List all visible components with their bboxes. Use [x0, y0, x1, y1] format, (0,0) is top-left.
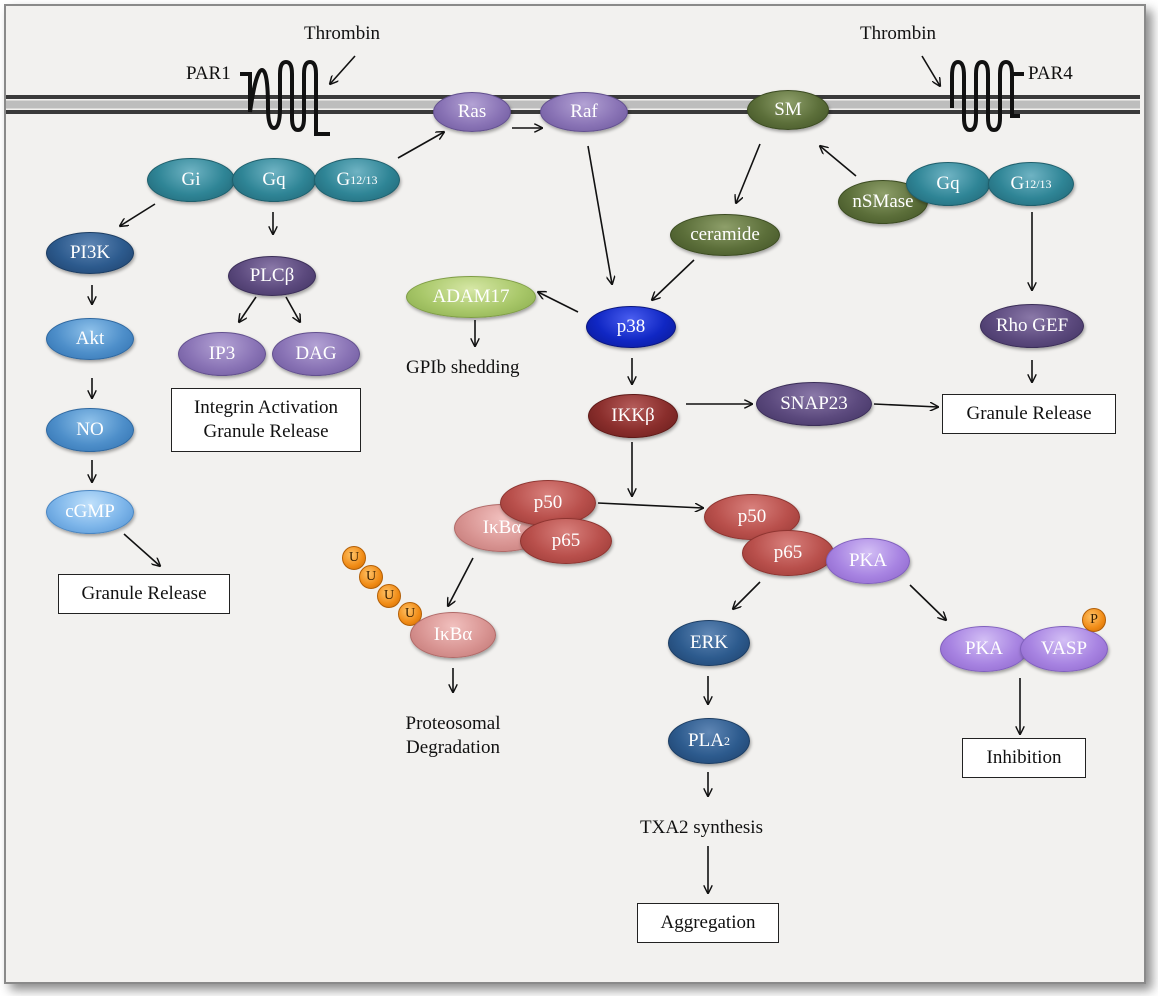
ubiquitin-3: U [377, 584, 401, 608]
erk-node: ERK [668, 620, 750, 666]
dag-node: DAG [272, 332, 360, 376]
granule-release-left-box: Granule Release [58, 574, 230, 614]
akt-node: Akt [46, 318, 134, 360]
aggregation-box: Aggregation [637, 903, 779, 943]
p65-right-node: p65 [742, 530, 834, 576]
integrin-activation-text: Integrin Activation [193, 397, 339, 419]
pka-right-node: PKA [826, 538, 910, 584]
phospho-badge: P [1082, 608, 1106, 632]
par4-label: PAR4 [1028, 63, 1073, 84]
adam17-node: ADAM17 [406, 276, 536, 318]
vasp-node: VASP [1020, 626, 1108, 672]
g1213-left-main: G [336, 169, 351, 190]
arrows [92, 55, 1032, 893]
p65-left-node: p65 [520, 518, 612, 564]
integrin-granule-box: Integrin Activation Granule Release [171, 388, 361, 452]
inhibition-box: Inhibition [962, 738, 1086, 778]
pi3k-node: PI3K [46, 232, 134, 274]
pla2-sub: 2 [723, 733, 730, 748]
gpib-shedding-label: GPIb shedding [406, 357, 520, 378]
sm-node: SM [747, 90, 829, 130]
gq-right-node: Gq [906, 162, 990, 206]
g1213-right-main: G [1010, 173, 1025, 194]
snap23-node: SNAP23 [756, 382, 872, 426]
integrin-granule-text: Granule Release [203, 421, 329, 442]
p38-node: p38 [586, 306, 676, 348]
txa2-synthesis-label: TXA2 synthesis [640, 817, 763, 838]
pka-bottom-node: PKA [940, 626, 1028, 672]
thrombin-right-label: Thrombin [860, 23, 936, 44]
plcb-node: PLCβ [228, 256, 316, 296]
rho-gef-node: Rho GEF [980, 304, 1084, 348]
pla2-main: PLA [688, 730, 724, 751]
no-node: NO [46, 408, 134, 452]
ceramide-node: ceramide [670, 214, 780, 256]
proteosomal-line-1: Proteosomal [405, 713, 501, 734]
ikba-free-node: IκBα [410, 612, 496, 658]
g1213-left-sub: 12/13 [350, 172, 378, 187]
proteosomal-line-2: Degradation [406, 736, 500, 758]
ras-node: Ras [433, 92, 511, 132]
proteosomal-degradation-label: Proteosomal Degradation [390, 712, 516, 760]
par1-receptor [240, 59, 330, 136]
ip3-node: IP3 [178, 332, 266, 376]
granule-release-right-box: Granule Release [942, 394, 1116, 434]
g1213-right-sub: 12/13 [1024, 176, 1052, 191]
par1-label: PAR1 [186, 63, 231, 84]
cgmp-node: cGMP [46, 490, 134, 534]
ubiquitin-1: U [342, 546, 366, 570]
gq-left-node: Gq [232, 158, 316, 202]
raf-node: Raf [540, 92, 628, 132]
thrombin-left-label: Thrombin [304, 23, 380, 44]
par4-receptor [950, 59, 1024, 133]
ikkb-node: IKKβ [588, 394, 678, 438]
gi-node: Gi [147, 158, 235, 202]
ubiquitin-2: U [359, 565, 383, 589]
